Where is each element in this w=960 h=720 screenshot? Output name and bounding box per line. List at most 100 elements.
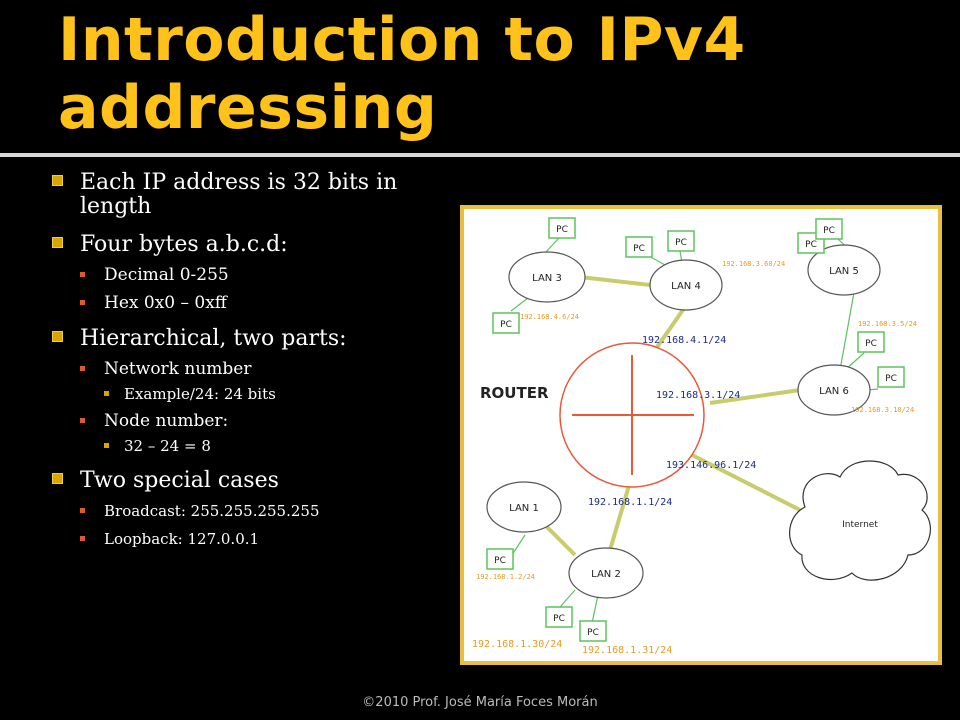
pc-lan5-right [815,218,843,240]
lan3-node [508,251,586,303]
sub-bullet-text: Hex 0x0 – 0xff [104,293,227,313]
link-router-lan6 [709,388,801,405]
sub-bullet-item: Hex 0x0 – 0xff [80,293,470,313]
host-ip-labels-large: 192.168.1.30/24 192.168.1.31/24 [472,639,672,656]
bullet-text: Hierarchical, two parts: [80,326,347,351]
small-square-bullet-icon [80,418,85,423]
small-square-bullet-icon [80,272,85,277]
host-ip-lan6-pc1: 192.168.3.5/24 [858,320,917,328]
tiny-square-bullet-icon [104,391,109,396]
pc-label: PC [885,374,897,384]
sub-bullet-text: Node number: [104,411,229,431]
tiny-square-bullet-icon [104,443,109,448]
bullet-item: Two special cases Broadcast: 255.255.255… [50,469,470,549]
bullet-list: Each IP address is 32 bits in length Fou… [50,171,470,563]
pc-lan4-right [667,230,695,252]
sub-bullet-list: Decimal 0-255 Hex 0x0 – 0xff [80,265,470,313]
router: ROUTER [480,342,705,488]
router-ip-lan2: 192.168.1.1/24 [588,497,672,508]
bullet-text: Each IP address is 32 bits in length [80,170,398,219]
sub-bullet-item: Network number Example/24: 24 bits [80,359,470,403]
sub-bullet-text: Network number [104,359,252,379]
lan1-node [486,481,562,533]
host-ip-lan5-top: 192.168.3.60/24 [722,260,785,268]
sub-sub-bullet-item: Example/24: 24 bits [104,385,470,403]
link-lan3-lan4 [579,275,651,287]
pc-label: PC [633,244,645,254]
title-divider [0,153,960,157]
pc-lan2-left [545,606,573,628]
small-square-bullet-icon [80,536,85,541]
sub-sub-bullet-text: Example/24: 24 bits [124,385,276,403]
pc-link [511,534,526,556]
lan2-label: LAN 2 [591,569,621,580]
pc-link [544,237,560,254]
pc-lan2-right [579,620,607,642]
sub-sub-bullet-list: Example/24: 24 bits [104,385,470,403]
sub-sub-bullet-list: 32 – 24 = 8 [104,437,470,455]
lan-nodes: LAN 3 LAN 4 LAN 5 LAN 6 LAN 1 LAN 2 [486,244,881,599]
square-bullet-icon [52,473,63,484]
pc-link [559,589,576,608]
pc-label: PC [865,339,877,349]
small-square-bullet-icon [80,300,85,305]
router-label: ROUTER [480,384,549,402]
sub-bullet-text: Decimal 0-255 [104,265,229,285]
host-ip-labels: 192.168.4.6/24 192.168.3.60/24 192.168.3… [476,260,917,581]
pc-lan4-left [625,236,653,258]
pc-label: PC [805,240,817,250]
host-ip-lan1-pc: 192.168.1.2/24 [476,573,535,581]
sub-bullet-list: Network number Example/24: 24 bits Node … [80,359,470,455]
sub-bullet-item: Node number: 32 – 24 = 8 [80,411,470,455]
square-bullet-icon [52,175,63,186]
router-ip-lan6: 192.168.3.1/24 [656,390,740,401]
link-router-lan4 [653,305,687,352]
router-ip-internet: 193.146.96.1/24 [666,460,756,471]
sub-bullet-item: Decimal 0-255 [80,265,470,285]
pc-label: PC [494,556,506,566]
small-square-bullet-icon [80,508,85,513]
sub-sub-bullet-text: 32 – 24 = 8 [124,437,211,455]
sub-bullet-list: Broadcast: 255.255.255.255 Loopback: 127… [80,501,470,549]
sub-bullet-text: Loopback: 127.0.0.1 [104,530,260,548]
pc-link [839,286,856,371]
slide-title: Introduction to IPv4 addressing [58,5,746,143]
pc-label: PC [587,628,599,638]
internet-label: Internet [842,520,878,530]
internet-cloud: Internet [789,460,931,581]
sub-bullet-text: Broadcast: 255.255.255.255 [104,502,320,520]
pc-lan1 [486,548,514,570]
slide-footer: ©2010 Prof. José María Foces Morán [362,695,598,710]
pc-lan3-bottom [492,312,520,334]
lan3-label: LAN 3 [532,273,562,284]
network-diagram: ROUTER LAN 3 LAN 4 LAN 5 LAN 6 LAN 1 LAN… [460,205,942,665]
title-bar: Introduction to IPv4 addressing [0,0,960,155]
host-ip-lan2-pc2: 192.168.1.31/24 [582,645,672,656]
lan4-node [649,259,723,311]
lan1-label: LAN 1 [509,503,539,514]
square-bullet-icon [52,237,63,248]
bullet-item: Four bytes a.b.c.d: Decimal 0-255 Hex 0x… [50,233,470,313]
sub-bullet-item: Loopback: 127.0.0.1 [80,529,470,549]
host-ip-lan6-pc2: 192.168.3.10/24 [851,406,914,414]
bullet-item: Hierarchical, two parts: Network number … [50,327,470,455]
pc-label: PC [823,226,835,236]
bullet-text: Two special cases [80,468,279,493]
small-square-bullet-icon [80,366,85,371]
pc-lan6-right [877,366,905,388]
pc-lan3-top [548,217,576,239]
lan5-label: LAN 5 [829,266,859,277]
pc-link [510,297,529,312]
cloud-shape [789,460,931,581]
lan6-label: LAN 6 [819,386,849,397]
router-ip-labels: 192.168.4.1/24 192.168.3.1/24 193.146.96… [588,335,756,508]
pc-lan6-top [857,331,885,353]
bullet-item: Each IP address is 32 bits in length [50,171,470,219]
router-ip-lan4: 192.168.4.1/24 [642,335,726,346]
lan6-node [797,364,871,416]
pc-label: PC [553,614,565,624]
lan4-label: LAN 4 [671,281,701,292]
host-ip-lan2-pc1: 192.168.1.30/24 [472,639,562,650]
pc-label: PC [500,320,512,330]
link-router-internet [691,453,801,512]
